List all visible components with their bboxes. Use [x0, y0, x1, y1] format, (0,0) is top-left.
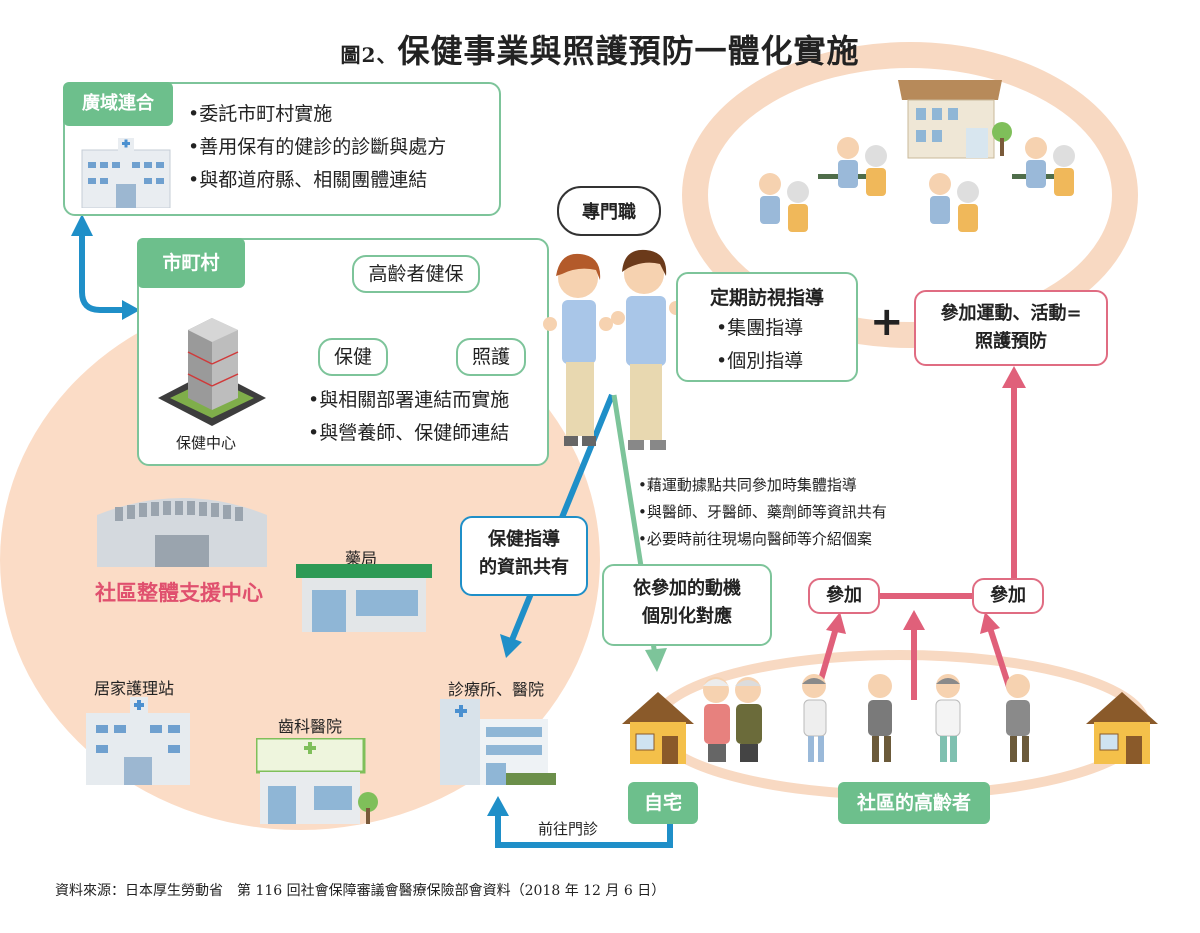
dental-clinic-building-icon — [256, 738, 378, 824]
municipality-bullets: •與相關部署連結而實施 •與營養師、保健師連結 — [308, 384, 509, 450]
info-share-line2: 的資訊共有 — [479, 557, 569, 578]
home-house-icon — [622, 692, 694, 764]
join-right-box: 參加 — [972, 578, 1044, 614]
elderly-couple-illustration — [703, 677, 762, 762]
info-share-box: 保健指導 的資訊共有 — [460, 516, 588, 596]
wide-area-bullet: •委託市町村實施 — [188, 103, 333, 125]
wide-area-tag: 廣域連合 — [63, 82, 173, 126]
info-share-line1: 保健指導 — [488, 529, 560, 550]
regular-visit-box — [676, 272, 858, 382]
title-prefix: 圖2、 — [340, 43, 398, 67]
community-center-building-icon — [97, 498, 267, 567]
motivation-line1: 依參加的動機 — [633, 578, 741, 599]
coordination-note: •必要時前往現場向醫師等介紹個案 — [638, 530, 872, 548]
community-house-icon — [1086, 692, 1158, 764]
motivation-line2: 個別化對應 — [642, 606, 732, 627]
coordination-note: •藉運動據點共同參加時集體指導 — [638, 476, 857, 494]
participation-line1: 參加運動、活動= — [940, 303, 1082, 324]
title-main: 保健事業與照護預防一體化實施 — [397, 32, 860, 70]
health-professionals-illustration — [543, 249, 683, 450]
visit-clinic-label: 前往門診 — [538, 820, 599, 838]
municipality-bullet: •與營養師、保健師連結 — [308, 422, 510, 444]
hospital-icon — [81, 138, 171, 208]
home-nursing-label: 居家護理站 — [94, 679, 175, 698]
join-left-box: 參加 — [808, 578, 880, 614]
clinic-building-icon — [440, 699, 556, 785]
community-elderly-tag: 社區的高齡者 — [838, 782, 990, 824]
walking-elderly-illustration — [802, 674, 1030, 762]
community-facility-illustration — [759, 80, 1075, 232]
plus-sign: + — [870, 299, 904, 345]
motivation-box: 依參加的動機 個別化對應 — [602, 564, 772, 646]
professional-label-bubble — [557, 186, 661, 236]
regular-visit-bullet: •個別指導 — [716, 350, 804, 372]
regular-visit-bullet: •集團指導 — [716, 317, 804, 339]
professional-label: 專門職 — [582, 202, 636, 223]
municipality-tag: 市町村 — [137, 238, 245, 288]
participation-line2: 照護預防 — [975, 331, 1047, 352]
page-title: 圖2、保健事業與照護預防一體化實施 — [0, 26, 1200, 72]
wide-area-bullets: •委託市町村實施 •善用保有的健診的診斷與處方 •與都道府縣、相關團體連結 — [188, 98, 446, 197]
wide-area-bullet: •善用保有的健診的診斷與處方 — [188, 136, 447, 158]
participation-box: 參加運動、活動= 照護預防 — [914, 290, 1108, 366]
regular-visit-bullets: •集團指導 •個別指導 — [716, 312, 803, 378]
node-care: 照護 — [456, 338, 526, 376]
coordination-note: •與醫師、牙醫師、藥劑師等資訊共有 — [638, 503, 887, 521]
dental-label: 齒科醫院 — [278, 717, 343, 736]
home-nursing-building-icon — [86, 697, 190, 785]
coordination-notes: •藉運動據點共同參加時集體指導 •與醫師、牙醫師、藥劑師等資訊共有 •必要時前往… — [638, 472, 887, 553]
health-center-label: 保健中心 — [176, 434, 237, 452]
wide-area-bullet: •與都道府縣、相關團體連結 — [188, 169, 428, 191]
node-health: 保健 — [318, 338, 388, 376]
node-elderly-insurance: 高齡者健保 — [352, 255, 480, 293]
pharmacy-label: 藥局 — [345, 549, 378, 568]
pharmacy-building-icon — [296, 564, 432, 632]
municipality-bullet: •與相關部署連結而實施 — [308, 389, 510, 411]
community-center-label: 社區整體支援中心 — [95, 581, 263, 605]
health-center-building-icon — [158, 318, 266, 426]
source-note: 資料來源：日本厚生勞動省 第 116 回社會保障審議會醫療保險部會資料（2018… — [55, 883, 666, 899]
regular-visit-title: 定期訪視指導 — [709, 287, 824, 309]
clinic-label: 診療所、醫院 — [448, 680, 545, 699]
home-tag: 自宅 — [628, 782, 698, 824]
